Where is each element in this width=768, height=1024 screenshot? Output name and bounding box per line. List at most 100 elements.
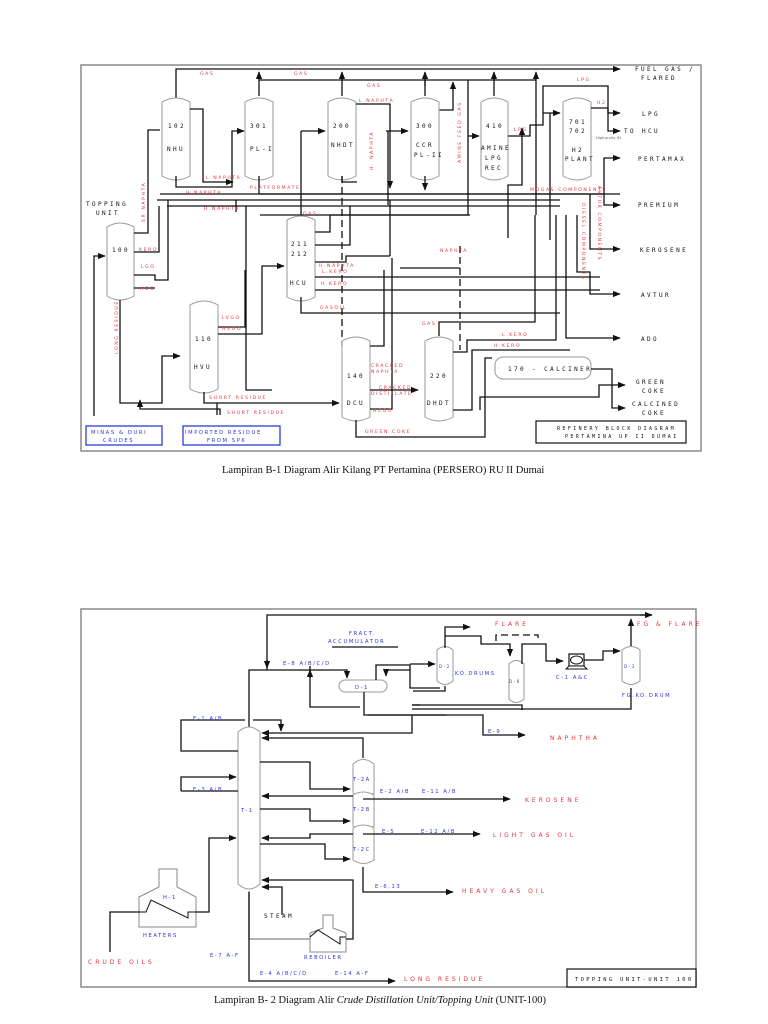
label-gas-3: GAS: [367, 83, 381, 89]
flare-line: [444, 623, 471, 648]
unit-name-pl2: PL-II: [414, 152, 444, 159]
label-t2c: T-2C: [352, 847, 371, 853]
label-h-naphta-vertical: H. NAPHTA: [369, 131, 375, 170]
label-amine-feed-gas: AMINE FEED GAS: [457, 101, 463, 163]
dhdt-gas-line: [438, 215, 536, 336]
label-hvgo: HVGO: [222, 326, 242, 332]
product-green: GREEN: [636, 379, 666, 386]
short-residue-line: [203, 392, 340, 407]
unit-name-rec: REC: [485, 165, 503, 172]
label-naphta: NAPHTA: [440, 248, 468, 254]
product-coke: COKE: [642, 388, 666, 395]
topping-to-bus: [245, 206, 272, 391]
label-gasoil: GASOIL: [320, 305, 347, 311]
h2-to-hcu: [591, 107, 621, 135]
label-h-naphta-hcu: H.NAPHTA: [319, 263, 355, 269]
column-t2c: T-2C: [352, 824, 375, 864]
label-h-kero-220: H.KERO: [494, 343, 521, 349]
unit-name-lpg: LPG: [485, 155, 503, 162]
unit-name-nhdt: NHDT: [331, 142, 355, 149]
vessel-hvu: 110 HVU: [189, 300, 219, 394]
lvgo-line: [218, 270, 246, 328]
long-residue-line: [119, 300, 181, 404]
product-to-hcu: TO HCU: [624, 128, 660, 135]
kero-line: [134, 206, 160, 253]
e3-in: [180, 773, 237, 791]
product-light-gas-oil: LIGHT GAS OIL: [493, 832, 576, 839]
fract-label: FRACT.: [349, 631, 376, 637]
vessel-hcu: 211 212 HCU: [286, 215, 316, 302]
label-lgo: LGO: [141, 264, 156, 270]
unit-id-410: 410: [486, 123, 504, 130]
feed-imported-residue: IMPORTED RESIDUE: [185, 430, 262, 436]
exchanger-e6: E-6,13: [375, 884, 401, 890]
topping-unit-label: TOPPING: [86, 201, 128, 208]
product-avtur: AVTUR: [641, 292, 671, 299]
vessel-nhu: 102 NHU: [161, 97, 191, 181]
label-h2: H2: [597, 100, 607, 106]
vessel-amine: 410 AMINE LPG REC: [480, 97, 509, 181]
e8-line: [248, 669, 351, 728]
label-heaters: HEATERS: [143, 933, 178, 939]
ccr-to-header: [437, 81, 457, 111]
vessel-d3: D-3: [621, 646, 641, 685]
reboiler-return: [261, 876, 354, 940]
unit-id-702: 702: [569, 128, 587, 135]
exchanger-e14: E-14 A-F: [335, 971, 370, 977]
label-cracked-distillate: CRACKED: [379, 385, 412, 391]
d6-to-compressor: [521, 643, 564, 665]
gasoil-line: [300, 297, 560, 314]
topping-unit-label-2: UNIT: [96, 210, 120, 217]
avtur-line: [576, 215, 621, 298]
reflux-line: [261, 715, 413, 737]
product-lpg: LPG: [642, 111, 660, 118]
fuel-gas-header: [175, 65, 621, 98]
product-long-residue: LONG RESIDUE: [404, 976, 485, 983]
vessel-topping-100: 100: [106, 222, 135, 301]
unit-name-pl1: PL-I: [250, 146, 274, 153]
t1-to-t2a: [260, 761, 351, 793]
label-diesel-components: DIESEL COMPONENTS: [580, 203, 586, 281]
vessel-d2: D-2: [436, 646, 454, 685]
diagram2-frame: [80, 608, 697, 988]
label-gas-220: GAS: [422, 321, 436, 327]
vessel-hdt200: 200 NHDT: [327, 97, 357, 181]
d2-bottom: [413, 686, 446, 692]
vessel-h2-plant: 701 702 H2 PLANT: [562, 97, 593, 181]
label-kero: KERO: [139, 247, 158, 253]
vessel-dcu: 140 DCU: [341, 336, 371, 422]
compressor-c1: [564, 653, 589, 670]
product-calcined: CALCINED: [632, 401, 680, 408]
l-kero-220-line: [453, 215, 557, 353]
label-l-naphta-hdt: L.NAPHTA: [359, 98, 394, 104]
label-gas-hcu: GAS: [303, 211, 317, 217]
unit-id-212: 212: [291, 251, 309, 258]
exchanger-e8: E-8 A/B/C/D: [283, 661, 331, 667]
label-lpg-1: LPG: [577, 77, 591, 83]
label-d6: D-6: [509, 679, 521, 684]
d1-top-line: [375, 664, 411, 680]
t2a-vapor-return: [261, 734, 364, 758]
label-mogas-components: MOGAS COMPONENTS: [530, 187, 607, 193]
product-kerosene: KEROSENE: [525, 797, 582, 804]
d3-bottom-line: [412, 688, 632, 710]
label-gas-2: GAS: [294, 71, 308, 77]
title-topping-unit: TOPPING UNIT-UNIT 100: [575, 977, 694, 983]
label-reboiler: REBOILER: [304, 955, 343, 961]
column-t1: T-1: [237, 726, 261, 890]
unit-id-200: 200: [333, 123, 351, 130]
label-sr-naphta: SR NAPHTA: [141, 182, 147, 222]
e1-return: [253, 719, 285, 732]
crude-feed-line: [93, 252, 106, 416]
label-c1: C-1 A&C: [556, 675, 589, 681]
column-t2b: T-2B: [352, 791, 375, 830]
label-hgo: HGO: [140, 286, 155, 292]
hdt-bottom: [341, 176, 357, 183]
vessel-d1: D-1: [338, 679, 388, 693]
unit-name-h2: H2: [572, 147, 584, 154]
heater-to-t1: [196, 834, 237, 913]
product-heavy-gas-oil: HEAVY GAS OIL: [462, 888, 547, 895]
label-h-kero-hcu: H.KERO: [321, 281, 348, 287]
heavy-gas-oil-line: [362, 867, 454, 896]
feed-from-spk: FROM SPK: [207, 438, 246, 444]
